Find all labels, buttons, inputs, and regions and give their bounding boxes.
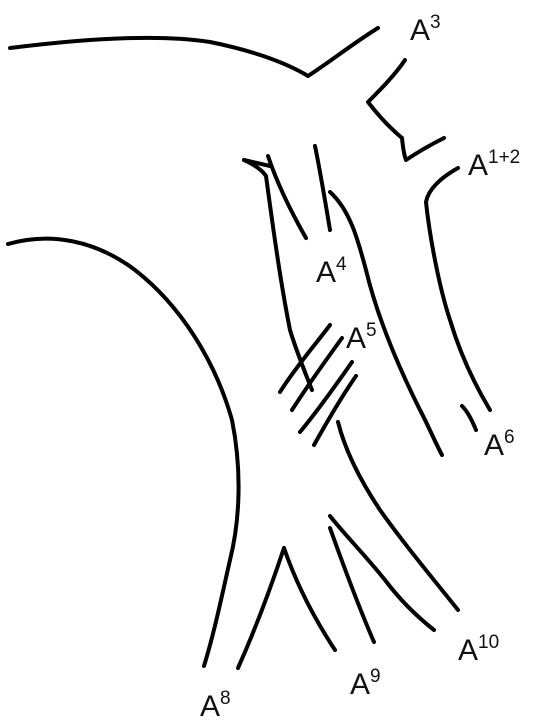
branch-a1-2-outline [402, 138, 444, 160]
label-a1-2: A1+2 [468, 147, 520, 182]
main-trunk-left-outline [8, 239, 239, 666]
label-a5: A5 [346, 320, 377, 355]
branch-a6-tip [462, 406, 476, 430]
branch-a8-inner [238, 548, 284, 668]
label-a3: A3 [410, 12, 441, 47]
branch-a9-left [284, 548, 335, 650]
branch-a5-stroke-2 [292, 338, 342, 410]
lateral-vessel-outline [426, 168, 490, 410]
label-a10: A10 [458, 632, 499, 667]
branch-a5-stroke-1 [280, 325, 330, 392]
branch-a3-lower-outline [368, 60, 405, 138]
label-a6: A6 [484, 427, 515, 462]
label-a9: A9 [350, 666, 381, 701]
label-a4: A4 [316, 254, 347, 289]
middle-vessel-left [244, 160, 312, 390]
branch-a4-right [315, 146, 330, 230]
branch-a9-right [330, 528, 374, 642]
upper-trunk-outline [10, 28, 378, 76]
label-a8: A8 [200, 688, 231, 723]
